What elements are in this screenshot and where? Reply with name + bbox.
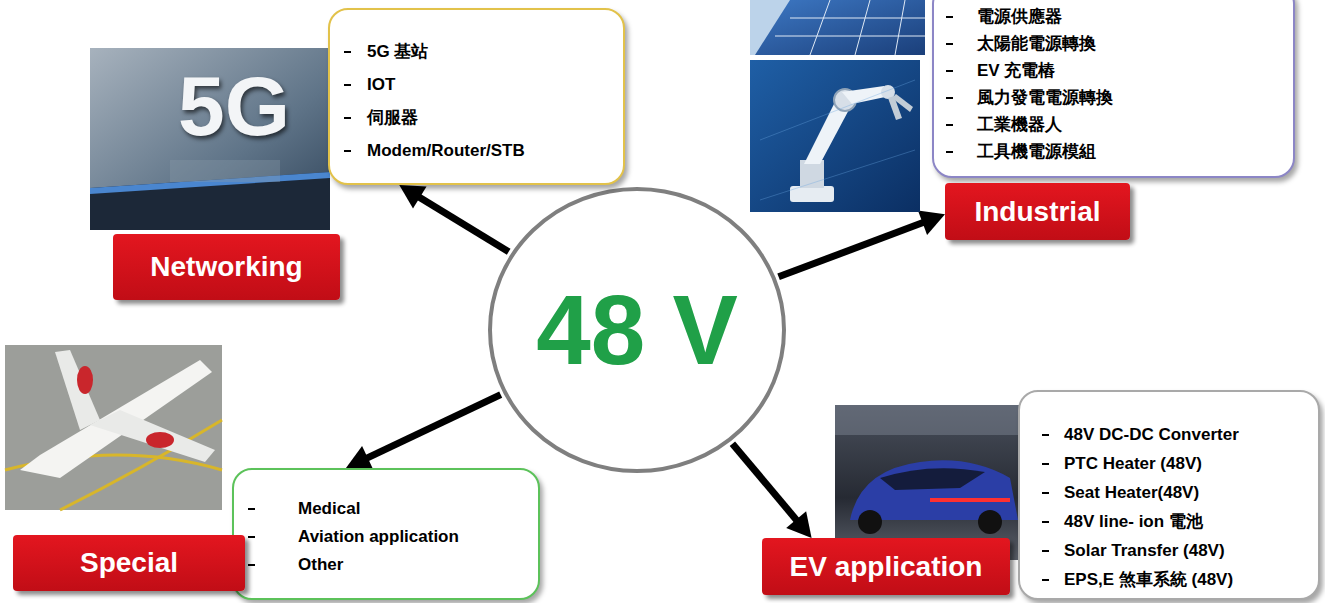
arrow-connector (779, 211, 945, 277)
category-name: Networking (150, 251, 302, 283)
bullet-dash (946, 16, 953, 18)
center-circle: 48 V (487, 186, 787, 474)
list-item-text: 工業機器人 (977, 113, 1062, 136)
list-row: 5G 基站 (367, 35, 428, 68)
category-list: 5G 基站 IOT 伺服器 Modem/Router/STB (328, 8, 625, 185)
bullet-dash (1042, 579, 1049, 581)
category-list: MedicalAviation applicationOther (232, 468, 540, 600)
arrow-connector (732, 444, 811, 538)
list-row: EV 充電樁 (977, 57, 1055, 84)
list-row: 伺服器 (367, 101, 418, 134)
category-tag: Industrial (945, 183, 1130, 240)
list-item-text: 48V line- ion 電池 (1064, 510, 1203, 533)
bullet-dash (946, 43, 953, 45)
list-item-text: Seat Heater(48V) (1064, 483, 1199, 503)
list-row: 工具機電源模組 (977, 138, 1096, 165)
list-row: 48V line- ion 電池 (1064, 507, 1203, 536)
list-item-text: 48V DC-DC Converter (1064, 425, 1239, 445)
bullet-dash (946, 124, 953, 126)
category-tag: Networking (113, 234, 340, 300)
list-item-text: EV 充電樁 (977, 59, 1055, 82)
voltage-label: 48 V (536, 274, 738, 387)
robot-photo (750, 60, 920, 212)
bullet-dash (344, 117, 351, 119)
list-item-text: Other (298, 555, 343, 575)
list-row: IOT (367, 68, 395, 101)
category-list: 48V DC-DC ConverterPTC Heater (48V) Seat … (1018, 390, 1320, 600)
list-row: EPS,E 煞車系統 (48V) (1064, 565, 1233, 594)
arrow-connector (399, 185, 508, 252)
list-row: 太陽能電源轉換 (977, 30, 1096, 57)
bullet-dash (946, 70, 953, 72)
arrow-connector (346, 395, 501, 470)
bullet-dash (1042, 550, 1049, 552)
category-list: 電源供應器太陽能電源轉換 EV 充電樁風力發電電源轉換工業機器人工具機電源模組 (932, 0, 1295, 178)
list-item-text: 太陽能電源轉換 (977, 32, 1096, 55)
list-item-text: PTC Heater (48V) (1064, 454, 1202, 474)
bullet-dash (1042, 434, 1049, 436)
photo-text: 5G (178, 58, 290, 155)
list-item-text: Aviation application (298, 527, 459, 547)
list-item-text: 電源供應器 (977, 5, 1062, 28)
list-item-text: Solar Transfer (48V) (1064, 541, 1225, 561)
bullet-dash (344, 150, 351, 152)
list-row: Medical (298, 495, 360, 523)
list-row: Modem/Router/STB (367, 134, 525, 167)
list-row: 48V DC-DC Converter (1064, 420, 1239, 449)
car-photo (835, 405, 1020, 560)
list-row: 電源供應器 (977, 3, 1062, 30)
bullet-dash (1042, 463, 1049, 465)
bullet-dash (248, 508, 255, 510)
list-item-text: 5G 基站 (367, 40, 428, 63)
category-name: Special (80, 547, 178, 579)
bullet-dash (344, 51, 351, 53)
airplane-photo (5, 345, 222, 510)
category-name: Industrial (974, 196, 1100, 228)
5g-photo (90, 48, 330, 230)
list-row: PTC Heater (48V) (1064, 449, 1202, 478)
list-row: Other (298, 551, 343, 579)
bullet-dash (344, 84, 351, 86)
list-row: 風力發電電源轉換 (977, 84, 1113, 111)
bullet-dash (1042, 521, 1049, 523)
bullet-dash (946, 97, 953, 99)
bullet-dash (946, 151, 953, 153)
list-item-text: EPS,E 煞車系統 (48V) (1064, 568, 1233, 591)
bullet-dash (1042, 492, 1049, 494)
list-item-text: IOT (367, 75, 395, 95)
list-item-text: Medical (298, 499, 360, 519)
category-tag: EV application (762, 538, 1010, 595)
category-name: EV application (790, 551, 983, 583)
list-item-text: 伺服器 (367, 106, 418, 129)
bullet-dash (248, 564, 255, 566)
list-row: Solar Transfer (48V) (1064, 536, 1225, 565)
category-tag: Special (13, 535, 245, 591)
list-row: 工業機器人 (977, 111, 1062, 138)
list-item-text: Modem/Router/STB (367, 141, 525, 161)
list-item-text: 工具機電源模組 (977, 140, 1096, 163)
list-row: Aviation application (298, 523, 459, 551)
list-item-text: 風力發電電源轉換 (977, 86, 1113, 109)
solar-photo (750, 0, 925, 55)
list-row: Seat Heater(48V) (1064, 478, 1199, 507)
bullet-dash (248, 536, 255, 538)
